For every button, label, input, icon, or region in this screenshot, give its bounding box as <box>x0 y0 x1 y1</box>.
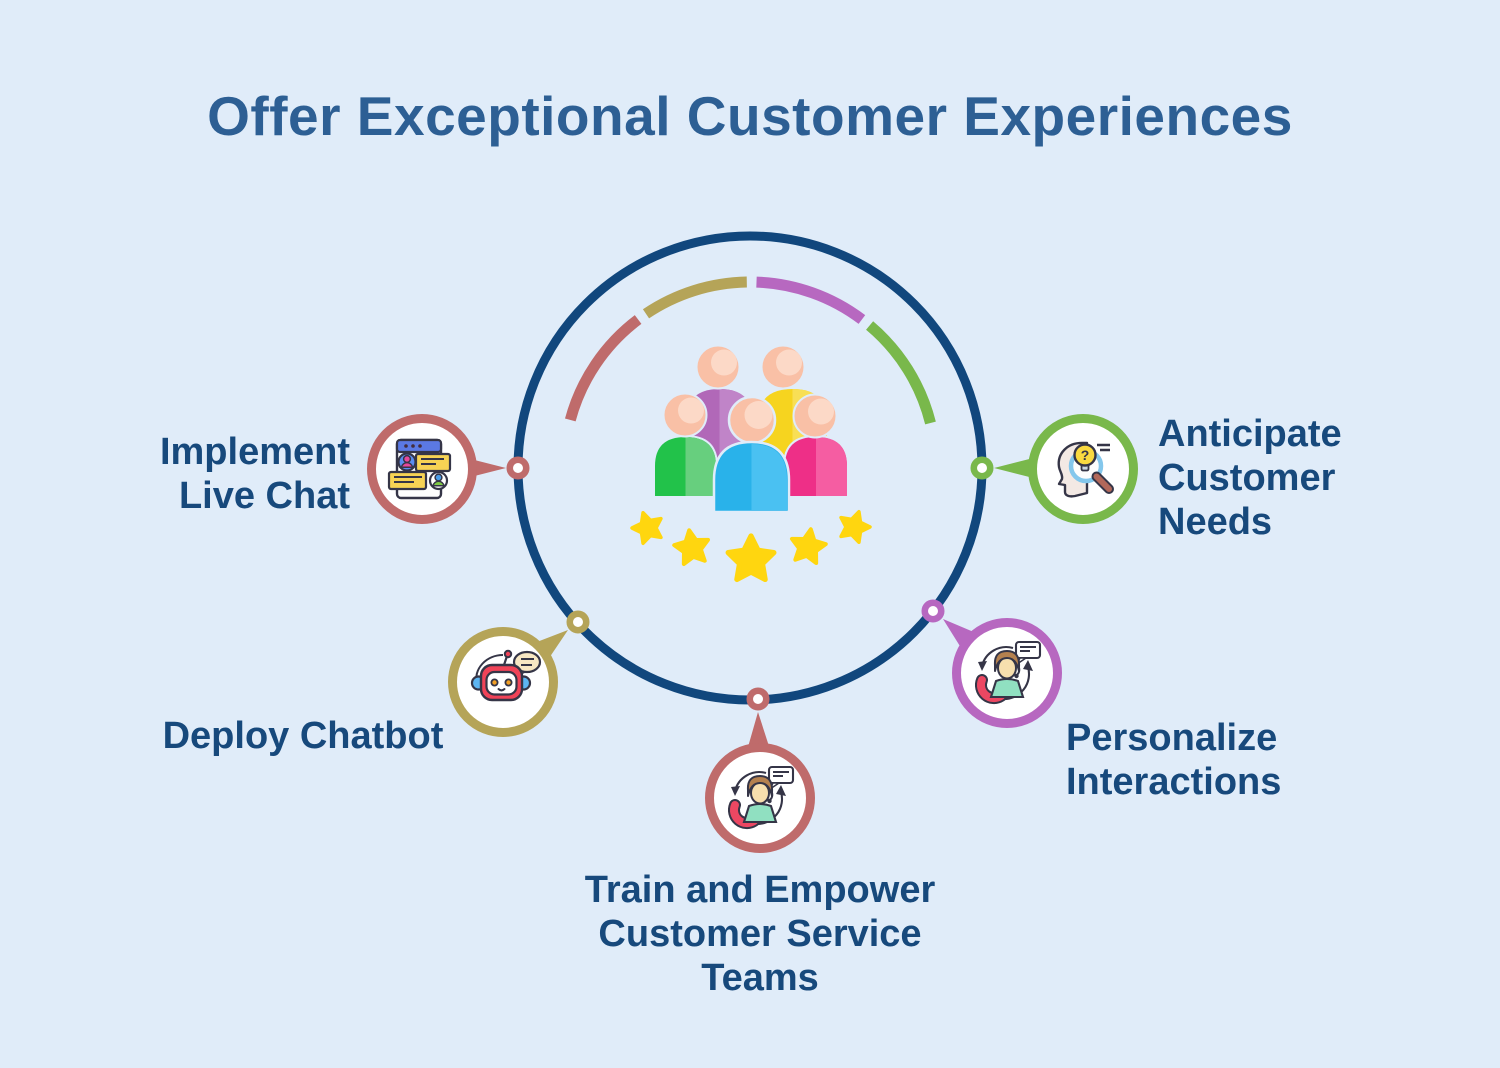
node-deploy-chatbot <box>448 610 590 737</box>
label-line: Deploy Chatbot <box>162 715 444 757</box>
label-line: Needs <box>1158 501 1273 543</box>
node-train-and-empower <box>705 687 815 853</box>
label-line: Train and Empower <box>584 869 936 911</box>
svg-text:?: ? <box>1081 447 1090 463</box>
label-line: Customer <box>1158 457 1336 499</box>
star-icon <box>629 508 667 545</box>
five-star-rating <box>629 507 874 579</box>
person-green <box>653 392 718 498</box>
head-lightbulb-magnifier-icon: ? <box>1057 441 1114 498</box>
node-anticipate-customer-needs: ? <box>970 414 1138 524</box>
label-personalize-interactions: Personalize Interactions <box>1066 716 1281 804</box>
arc-segment-maroon <box>564 315 642 422</box>
node-connector-dot <box>506 456 530 480</box>
node-implement-live-chat <box>367 414 530 524</box>
label-train-and-empower: Train and Empower Customer Service Teams <box>560 868 960 1000</box>
person-blue <box>712 395 791 514</box>
star-icon <box>789 527 828 565</box>
star-icon <box>728 536 774 579</box>
node-connector-dot <box>746 687 770 711</box>
label-deploy-chatbot: Deploy Chatbot <box>118 714 488 758</box>
node-connector-dot <box>566 610 590 634</box>
star-icon <box>836 507 874 544</box>
chatbot-robot-icon <box>470 649 542 702</box>
label-line: Interactions <box>1066 761 1282 803</box>
person-pink <box>783 393 849 498</box>
label-line: Live Chat <box>178 475 350 517</box>
node-connector-dot <box>921 599 945 623</box>
label-line: Implement <box>159 431 350 473</box>
star-icon <box>672 528 711 566</box>
label-line: Anticipate <box>1158 413 1342 455</box>
customer-group-illustration <box>629 344 874 580</box>
live-chat-icon <box>387 438 452 500</box>
label-line: Customer Service <box>598 913 922 955</box>
arc-segment-purple <box>756 276 866 324</box>
arc-segment-olive <box>642 276 747 319</box>
arc-segment-green <box>866 321 936 425</box>
label-line: Teams <box>701 957 819 999</box>
page-title: Offer Exceptional Customer Experiences <box>207 85 1293 147</box>
label-line: Personalize <box>1066 717 1278 759</box>
label-anticipate-customer-needs: Anticipate Customer Needs <box>1158 412 1342 544</box>
node-connector-dot <box>970 456 994 480</box>
node-personalize-interactions <box>921 599 1062 728</box>
label-implement-live-chat: Implement Live Chat <box>0 430 350 518</box>
